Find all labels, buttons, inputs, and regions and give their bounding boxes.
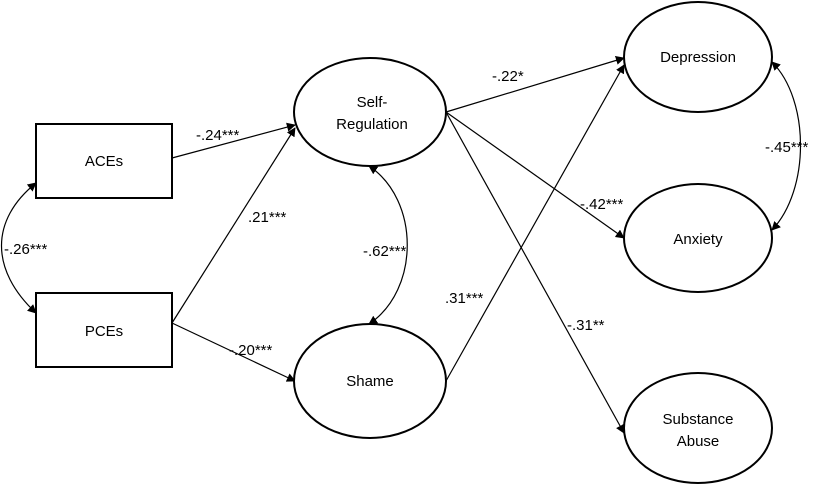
coef-selfreg-anxiety: -.42*** [580, 196, 624, 213]
edge-pces-shame [171, 322, 296, 382]
node-aces-box [35, 123, 173, 199]
node-depression-label: Depression [660, 49, 736, 66]
coef-aces-pces: -.26*** [4, 241, 48, 258]
edge-selfreg-anxiety [445, 111, 625, 239]
edge-selfreg-substance [445, 111, 625, 434]
coef-aces-selfreg: -.24*** [196, 127, 240, 144]
node-pces-box [35, 292, 173, 368]
node-substance-abuse-label-line2: Abuse [677, 433, 720, 450]
node-depression-ellipse [623, 1, 773, 113]
node-self-regulation-ellipse [293, 57, 447, 167]
coef-selfreg-substance: -.31** [567, 317, 605, 334]
coef-pces-shame: -.20*** [229, 342, 273, 359]
coef-shame-depression: .31*** [445, 290, 484, 307]
node-substance-abuse-label-line1: Substance [663, 411, 734, 428]
node-shame-label: Shame [346, 373, 394, 390]
node-anxiety-label: Anxiety [673, 231, 723, 248]
node-pces-label: PCEs [85, 323, 123, 340]
edge-depression-anxiety [771, 61, 801, 231]
edge-shame-depression [445, 64, 625, 382]
edge-selfreg-depression [445, 56, 625, 113]
node-substance-abuse-ellipse [623, 372, 773, 484]
node-anxiety-ellipse [623, 183, 773, 293]
edge-aces-selfreg [171, 122, 296, 159]
node-shame-ellipse [293, 323, 447, 439]
edge-selfreg-shame [368, 165, 408, 325]
edge-aces-pces [0, 182, 37, 314]
coef-depression-anxiety: -.45*** [765, 139, 809, 156]
coef-selfreg-depression: -.22* [492, 68, 524, 85]
coef-pces-selfreg: .21*** [248, 209, 287, 226]
node-self-regulation-label-line1: Self- [357, 94, 388, 111]
node-self-regulation-label-line2: Regulation [336, 116, 408, 133]
node-aces-label: ACEs [85, 153, 123, 170]
coef-selfreg-shame: -.62*** [363, 243, 407, 260]
edge-pces-selfreg [171, 127, 296, 324]
